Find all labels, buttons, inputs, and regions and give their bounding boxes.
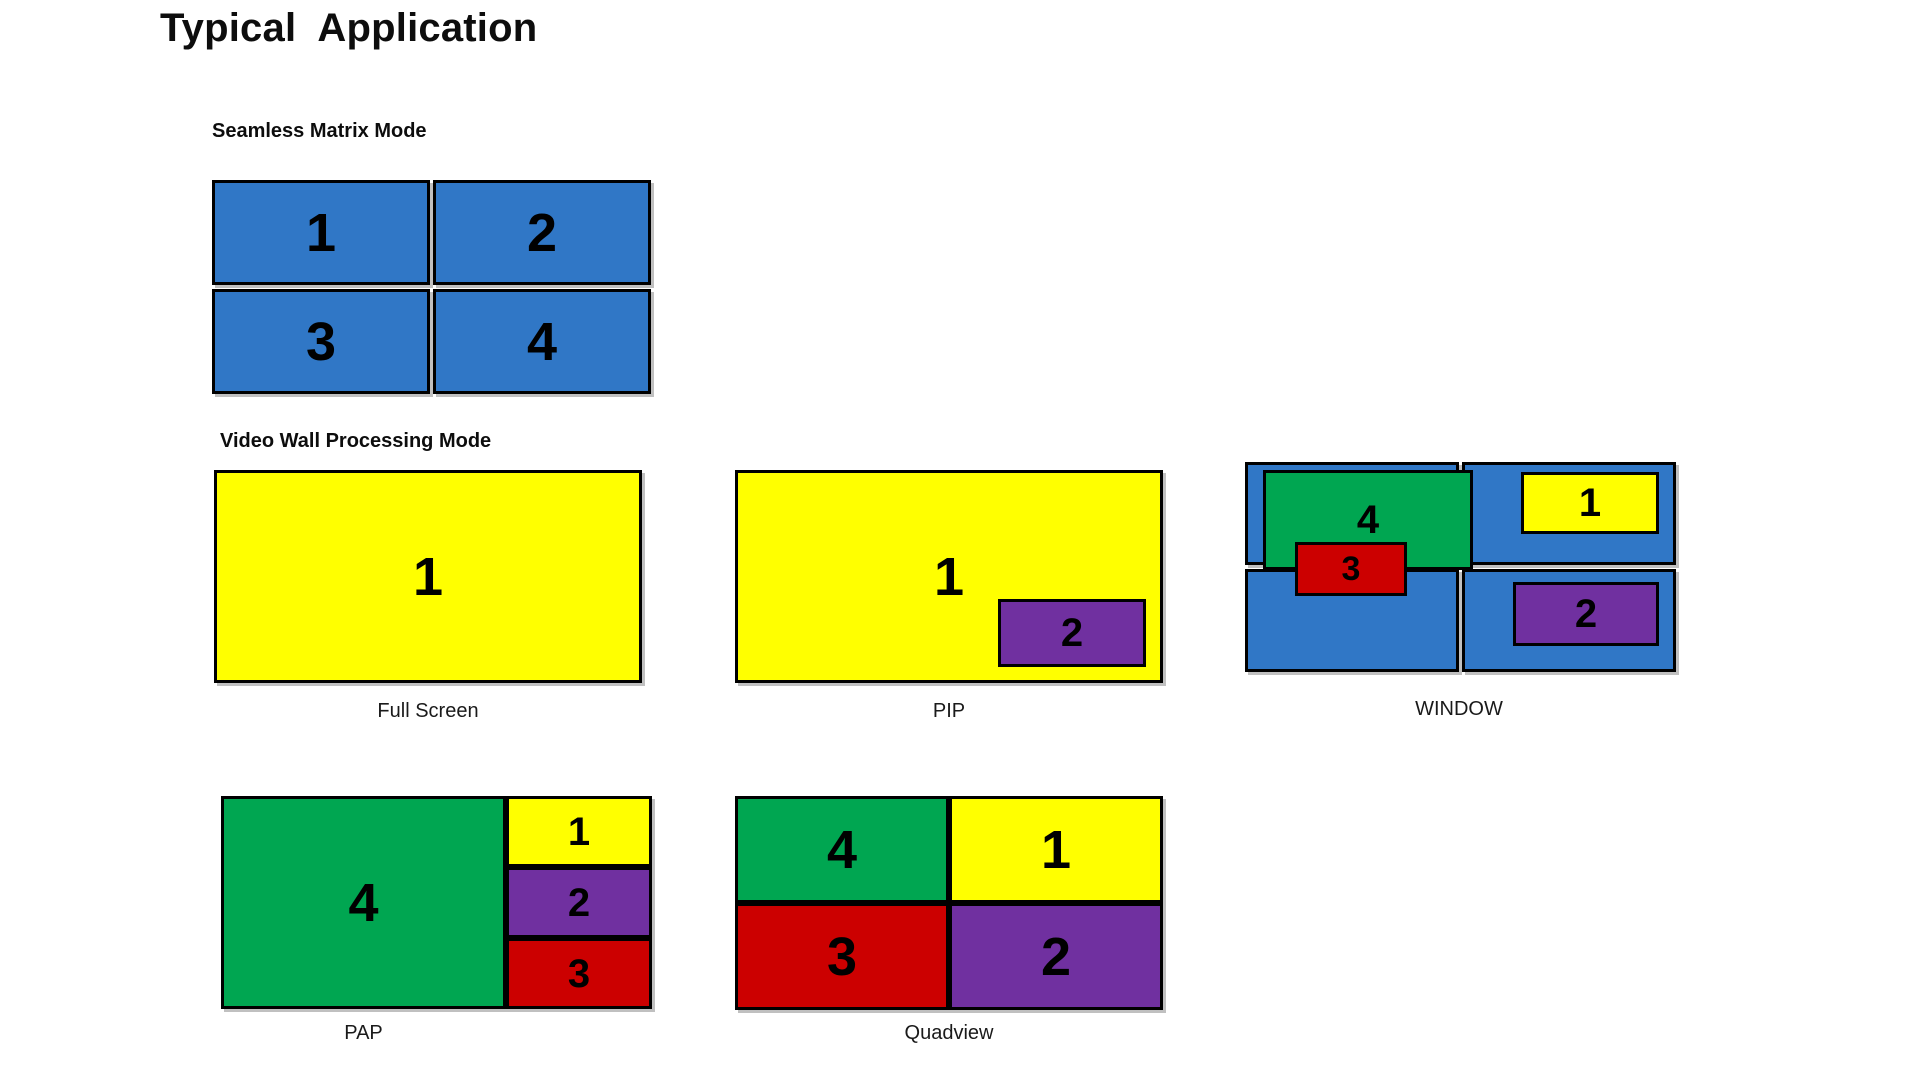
seamless-cell-2[interactable]: 2: [433, 180, 651, 285]
seamless-cell-1-label: 1: [305, 202, 337, 263]
quadview-cell-2[interactable]: 2: [949, 903, 1163, 1010]
fullscreen-screen[interactable]: 1: [214, 470, 642, 683]
pap-sub-panel-1[interactable]: 1: [506, 796, 652, 867]
window-overlay-3-label: 3: [1341, 550, 1361, 588]
quadview-cell-1-label: 1: [1040, 819, 1072, 880]
pap-sub-panel-1-label: 1: [567, 809, 591, 854]
pap-sub-panel-3[interactable]: 3: [506, 938, 652, 1009]
pip-inset-label: 2: [1060, 611, 1084, 655]
quadview-cell-4[interactable]: 4: [735, 796, 949, 903]
window-overlay-1[interactable]: 1: [1521, 472, 1659, 534]
quadview-cell-3[interactable]: 3: [735, 903, 949, 1010]
seamless-cell-3-label: 3: [305, 311, 337, 372]
window-overlay-2[interactable]: 2: [1513, 582, 1659, 646]
caption-pap: PAP: [344, 1022, 383, 1044]
section-heading-seamless-matrix: Seamless Matrix Mode: [212, 120, 427, 142]
caption-quadview: Quadview: [904, 1022, 994, 1044]
caption-pip: PIP: [932, 700, 966, 722]
quadview-cell-1[interactable]: 1: [949, 796, 1163, 903]
fullscreen-screen-label: 1: [412, 546, 444, 607]
quadview-cell-3-label: 3: [826, 926, 858, 987]
pap-sub-panel-2[interactable]: 2: [506, 867, 652, 938]
quadview-cell-4-label: 4: [826, 819, 858, 880]
pip-inset-window[interactable]: 2: [998, 599, 1146, 667]
pap-main-label: 4: [348, 872, 379, 933]
section-heading-video-wall: Video Wall Processing Mode: [220, 430, 492, 452]
pip-main-screen[interactable]: 1 2: [735, 470, 1163, 683]
seamless-cell-2-label: 2: [526, 202, 558, 263]
caption-window: WINDOW: [1415, 698, 1503, 720]
window-overlay-3[interactable]: 3: [1295, 542, 1407, 596]
pap-main-panel[interactable]: 4: [221, 796, 506, 1009]
quadview-cell-2-label: 2: [1040, 926, 1072, 987]
page-title: Typical Application: [160, 6, 538, 50]
seamless-cell-1[interactable]: 1: [212, 180, 430, 285]
window-overlay-2-label: 2: [1574, 592, 1598, 636]
seamless-cell-4-label: 4: [526, 311, 558, 372]
caption-fullscreen: Full Screen: [377, 700, 479, 722]
pap-sub-panel-2-label: 2: [567, 880, 591, 925]
seamless-cell-3[interactable]: 3: [212, 289, 430, 394]
pip-main-label: 1: [933, 546, 965, 607]
window-overlay-1-label: 1: [1578, 481, 1602, 525]
seamless-cell-4[interactable]: 4: [433, 289, 651, 394]
pap-sub-panel-3-label: 3: [567, 951, 591, 996]
window-overlay-4-label: 4: [1356, 498, 1380, 542]
